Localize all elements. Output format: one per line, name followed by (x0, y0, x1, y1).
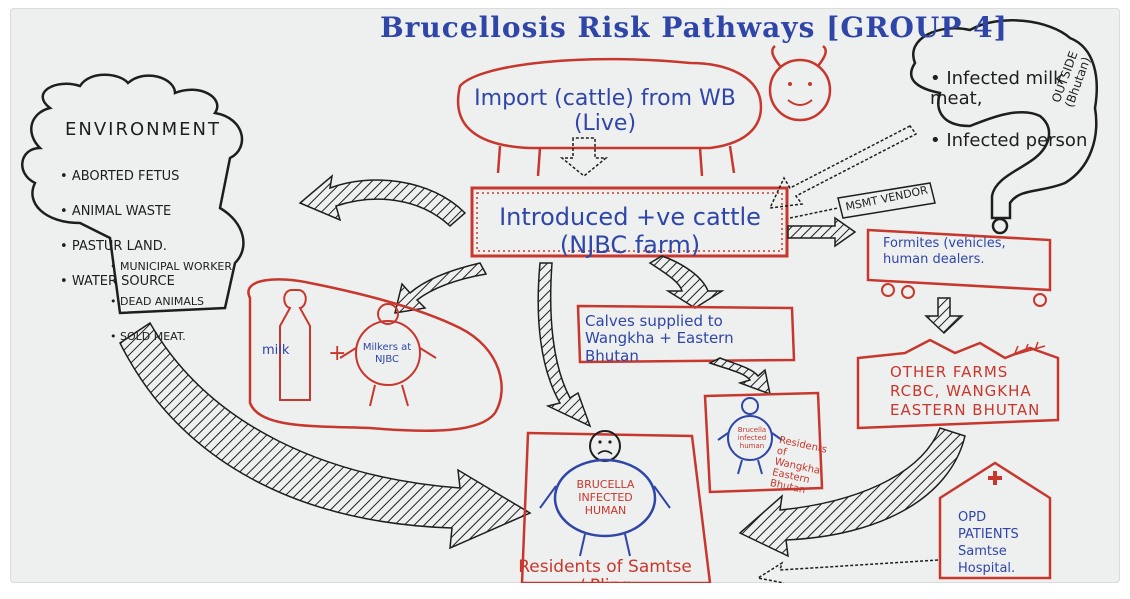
arrow-calves-to-wangkha (708, 357, 772, 396)
arrow-fomites-to-farms (924, 297, 964, 335)
cow-legs (496, 145, 736, 177)
milker-head (377, 303, 399, 325)
environment-title: ENVIRONMENT (65, 119, 221, 140)
arrow-introduced-to-main-residents (537, 262, 592, 428)
cow-horns (771, 45, 827, 67)
small-human-body (727, 415, 773, 461)
introduced-node-label: Introduced +ve cattle (NJBC farm) (499, 203, 761, 259)
arrow-outside-to-introduced (768, 125, 918, 209)
environment-sub-items: • MUNICIPAL WORKER • DEAD ANIMALS • SOLD… (110, 240, 232, 363)
import-node-label: Import (cattle) from WB (Live) (474, 86, 736, 137)
list-item: • ANIMAL WASTE (60, 203, 172, 219)
wangkha-residents-box (703, 391, 824, 494)
other-farms-label: OTHER FARMS RCBC, WANGKHA EASTERN BHUTAN (890, 363, 1041, 419)
calves-box (576, 304, 796, 364)
milk-bottle-icon (279, 289, 311, 401)
small-human-head (741, 397, 759, 415)
arrow-opd-to-residents (755, 559, 939, 583)
arrow-environment-to-residents (119, 321, 532, 550)
cow-head (768, 58, 832, 122)
list-item: • Infected milk meat, (930, 67, 1064, 110)
other-farms-building (856, 338, 1060, 430)
milk-milkers-blob (247, 278, 503, 433)
list-item: • ABORTED FETUS (60, 168, 180, 184)
calves-label: Calves supplied to Wangkha + Eastern Bhu… (585, 312, 734, 365)
arrow-farms-to-residents (738, 427, 966, 558)
main-residents-label: Residents of Samtse / Pling (518, 557, 692, 583)
environment-cloud (21, 73, 245, 315)
plus-sign: + (328, 341, 347, 366)
wangkha-residents-label: Residents of Wangkha Eastern Bhutan (768, 434, 828, 497)
cow-body-outline (456, 57, 763, 150)
opd-label: OPD PATIENTS Samtse Hospital. (958, 510, 1019, 576)
arrow-introduced-to-milkers (394, 262, 488, 314)
list-item: • MUNICIPAL WORKER (110, 259, 233, 273)
main-residents-box (520, 431, 712, 583)
msmt-vendor-box (837, 182, 936, 219)
list-item: • DEAD ANIMALS (110, 294, 205, 308)
hospital-cross-icon (988, 471, 1002, 485)
whiteboard: Brucellosis Risk Pathways [GROUP 4] ENVI… (10, 8, 1120, 583)
milker-body (355, 320, 421, 386)
environment-items: • ABORTED FETUS • ANIMAL WASTE • PASTUR … (60, 150, 179, 308)
introduced-node-box (470, 186, 789, 258)
milk-label: milk (262, 343, 290, 358)
question-dot (991, 217, 1009, 235)
opd-hospital-building (938, 461, 1052, 580)
fomites-label: Formites (vehicles, human dealers. (883, 236, 1006, 267)
list-item: • WATER SOURCE (60, 273, 175, 289)
wangkha-human-label: Brucella infected human (737, 426, 767, 451)
arrow-introduced-to-environment (298, 174, 467, 228)
main-human-body (553, 458, 657, 538)
main-human-label: BRUCELLA INFECTED HUMAN (576, 478, 635, 518)
page-title: Brucellosis Risk Pathways [GROUP 4] (380, 11, 1008, 44)
arrow-introduced-to-calves (648, 255, 725, 309)
list-item: • PASTUR LAND. (60, 238, 167, 254)
list-item: • SOLD MEAT. (110, 329, 186, 343)
outside-source-items: • Infected milk meat, • Infected person (930, 48, 1120, 172)
diagram-drawing (21, 19, 1098, 583)
arrow-introduced-to-fomites (787, 216, 857, 248)
list-item: • Infected person (930, 129, 1088, 151)
arrow-import-to-introduced (559, 137, 609, 177)
outside-thought-bubble (909, 19, 1098, 220)
fomites-truck (866, 228, 1052, 292)
milkers-label: Milkers at NJBC (362, 342, 412, 365)
